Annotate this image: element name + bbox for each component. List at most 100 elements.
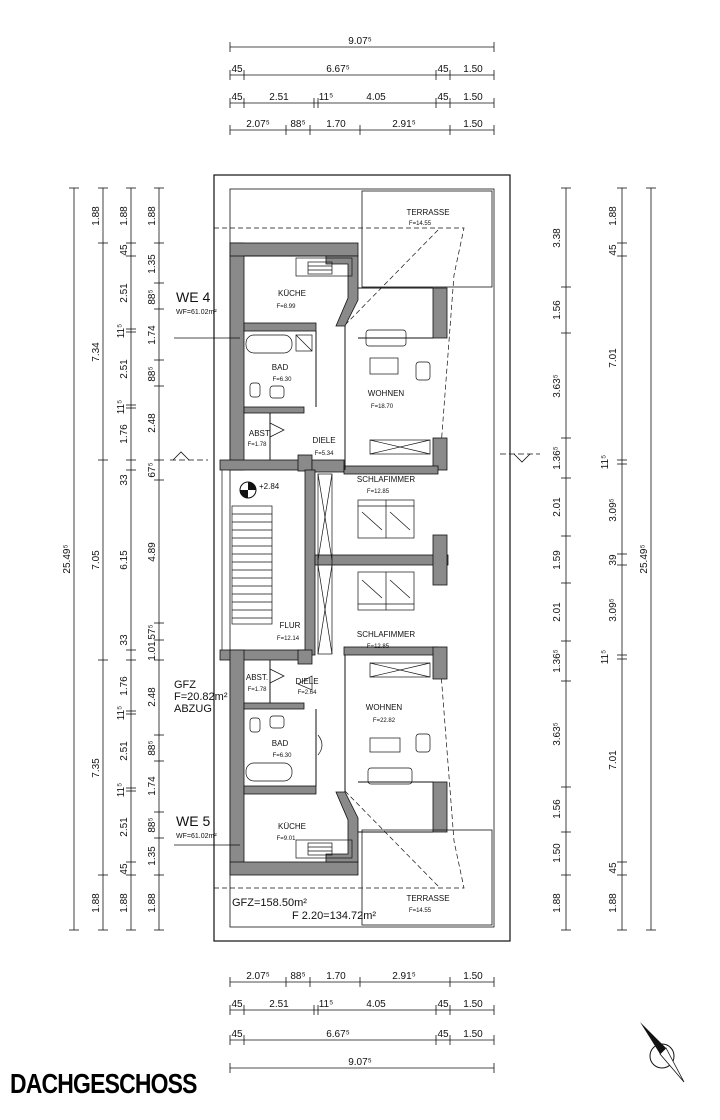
partitions (244, 255, 433, 833)
wall-bad-top-b (243, 702, 305, 710)
right-dimensions (561, 187, 656, 931)
f-total: F 2.20=134.72m² (292, 910, 376, 922)
dim-top-r2-c: 11⁵ (319, 92, 334, 103)
schlaf-top-area: F=12.85 (367, 489, 390, 495)
dim-right-c2-6: 3.09⁵ (608, 598, 619, 622)
terrace-top (361, 190, 493, 288)
wohnen-top-area: F=18.70 (371, 404, 394, 410)
section-markers (170, 451, 540, 463)
dim-left-c2-0: 1.88 (119, 206, 130, 226)
dim-bot-r2-e: 45 (437, 999, 449, 1010)
dim-bot-r3-d: 2.91⁵ (392, 971, 416, 982)
we4-area: WF=61.02m² (176, 309, 217, 316)
top-dimension-labels: 9.07⁵ 45 6.67⁵ 45 1.50 45 2.51 11⁵ 4.05 … (231, 36, 483, 130)
schlaf-bottom-name: SCHLAFIMMER (357, 630, 415, 639)
dim-left-c1-e: 1.88 (91, 893, 102, 913)
dim-top-r3-a: 2.07⁵ (246, 119, 270, 130)
dim-right-c2-2: 7.01 (608, 348, 619, 368)
wohnen-bottom-name: WOHNEN (366, 703, 403, 712)
dim-right-c1-5: 1.59 (552, 550, 563, 570)
dim-left-c3-0: 1.88 (147, 206, 158, 226)
dim-bot-r3-c: 1.70 (326, 971, 346, 982)
dim-top-r3-e: 1.50 (463, 119, 483, 130)
dim-bot-r3-a: 2.07⁵ (246, 971, 270, 982)
dim-left-c3-4: 88⁵ (147, 366, 158, 381)
dim-left-c3-7: 4.89 (147, 542, 158, 562)
dim-right-c1-1: 1.56 (552, 300, 563, 320)
wall-stair-top (219, 459, 305, 471)
wall-left-top (229, 242, 245, 471)
dim-right-c2-0: 1.88 (608, 206, 619, 226)
left-dimension-labels: 25.49⁵ 1.88 7.34 7.05 7.35 1.88 1.88 45 … (62, 206, 158, 913)
dim-left-c3-13: 88⁵ (147, 817, 158, 832)
dim-right-c2-3: 11⁵ (600, 455, 611, 470)
dim-bot-total: 9.07⁵ (348, 1057, 372, 1068)
dim-left-c2-1: 45 (119, 244, 130, 256)
dim-right-c1-11: 1.88 (552, 893, 563, 913)
dim-left-c3-5: 2.48 (147, 413, 158, 433)
wall-schlaf-top (343, 465, 439, 475)
wall-diele-top (297, 454, 313, 472)
dim-left-c2-13: 11⁵ (116, 783, 127, 798)
wall-right-mid (432, 437, 448, 471)
schlaf-bottom-area: F=12.85 (367, 644, 390, 650)
top-dimensions (229, 42, 495, 135)
dim-left-c2-7: 33 (119, 474, 130, 486)
terrace-bottom (361, 829, 493, 926)
wardrobes (317, 439, 431, 678)
dim-left-c3-3: 1.74 (147, 325, 158, 345)
dim-top-r1-c: 45 (437, 64, 449, 75)
dim-right-c2-9: 45 (608, 862, 619, 874)
dim-left-c2-12: 2.51 (119, 741, 130, 761)
bathtub-top (245, 334, 293, 354)
we5-area: WF=61.02m² (176, 833, 217, 840)
north-arrow-icon (640, 1022, 685, 1083)
wall-left-bottom (229, 649, 245, 874)
diele-bottom-area: F=2.64 (298, 690, 318, 696)
wall-right-lower (432, 781, 448, 833)
dim-left-total: 25.49⁵ (62, 544, 73, 573)
schlaf-top-name: SCHLAFIMMER (357, 475, 415, 484)
level-marker: +2.84 (239, 481, 280, 499)
gfz-total: GFZ=158.50m² (232, 897, 307, 909)
bad-bottom-name: BAD (272, 739, 289, 748)
dim-left-c1-b: 7.34 (91, 342, 102, 362)
unit-labels: WE 4 WF=61.02m² WE 5 WF=61.02m² GFZ F=20… (174, 289, 240, 846)
diele-top-name: DIELE (312, 436, 335, 445)
dim-right-c1-7: 1.36⁵ (552, 649, 563, 673)
dim-bot-r3-e: 1.50 (463, 971, 483, 982)
dim-left-c2-9: 33 (119, 634, 130, 646)
dim-left-c3-15: 1.88 (147, 893, 158, 913)
dim-top-r3-c: 1.70 (326, 119, 346, 130)
dim-top-r2-a: 45 (231, 92, 243, 103)
dim-left-c2-11: 11⁵ (116, 706, 127, 721)
gfz-abzug-line1: GFZ (174, 679, 196, 691)
dim-left-c2-10: 1.76 (119, 676, 130, 696)
dim-right-c1-9: 1.56 (552, 799, 563, 819)
dim-left-c3-8: 57⁵ (147, 624, 158, 639)
dim-right-total: 25.49⁵ (639, 544, 650, 573)
gfz-abzug-line3: ABZUG (174, 703, 212, 715)
dim-left-c2-6: 1.76 (119, 424, 130, 444)
dim-left-c3-10: 2.48 (147, 687, 158, 707)
bottom-dimensions (229, 977, 495, 1073)
dim-right-c2-10: 1.88 (608, 893, 619, 913)
dim-bot-r2-a: 45 (231, 999, 243, 1010)
terraces (361, 190, 493, 926)
drawing-title: DACHGESCHOSS (10, 1068, 197, 1099)
dim-bot-r1-d: 1.50 (463, 1029, 483, 1040)
dim-top-total: 9.07⁵ (348, 36, 372, 47)
dim-right-c1-2: 3.63⁵ (552, 374, 563, 398)
kueche-top-area: F=8.99 (277, 304, 297, 310)
wall-center-vert (304, 469, 316, 656)
dim-right-c2-4: 3.09⁵ (608, 498, 619, 522)
bad-top-area: F=6.30 (273, 377, 293, 383)
dim-left-c1-d: 7.35 (91, 758, 102, 778)
wall-diele-bottom (297, 649, 313, 665)
dim-right-c1-10: 1.50 (552, 843, 563, 863)
kitchen-counter-bottom (295, 839, 353, 859)
dim-top-r2-e: 45 (437, 92, 449, 103)
dim-left-c3-1: 1.35 (147, 254, 158, 274)
dim-bot-r1-c: 45 (437, 1029, 449, 1040)
dim-bot-r2-d: 4.05 (366, 999, 386, 1010)
